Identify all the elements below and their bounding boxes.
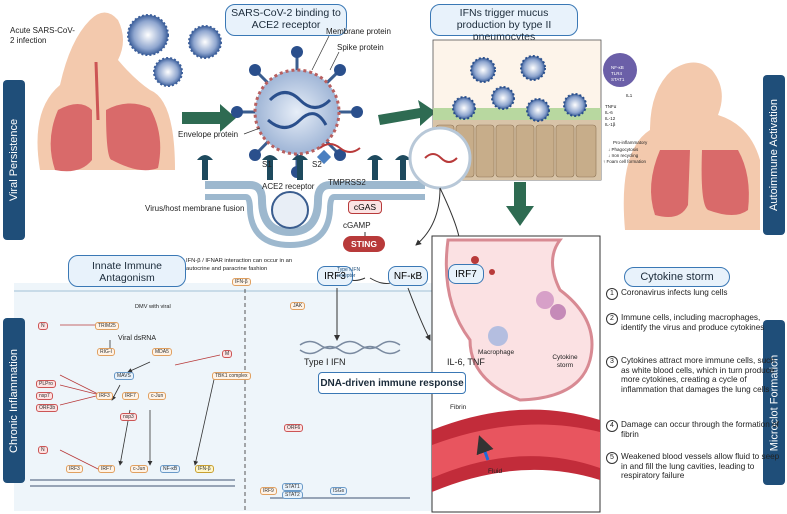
spike-protein-label: Spike protein — [337, 43, 384, 52]
pathway-node: PLPro — [36, 380, 56, 388]
pathway-node: TBK1 complex — [212, 372, 251, 380]
inflam-label: ↑ Foam cell formation — [603, 159, 647, 164]
innate-antagonism-title: Innate Immune Antagonism — [68, 255, 186, 287]
pathway-node: ISGs — [330, 487, 348, 495]
step-text: Weakened blood vessels allow fluid to se… — [621, 452, 780, 481]
pathway-node: ORF6 — [284, 424, 304, 432]
inflam-label: TLR4 — [611, 71, 623, 76]
pathway-node: IRF3 — [66, 465, 83, 473]
binding-title: SARS-CoV-2 binding to ACE2 receptor — [225, 4, 347, 36]
step-text: Coronavirus infects lung cells — [621, 288, 728, 297]
ace2-receptor-label: ACE2 receptor — [262, 182, 315, 191]
sting-node: STING — [343, 236, 385, 252]
s2-label: S2 — [312, 160, 322, 169]
ifn-mucus-title: IFNs trigger mucus production by type II… — [430, 4, 578, 43]
airborne-viruses — [127, 14, 222, 87]
patient-right-lungs — [623, 62, 760, 230]
viral-persistence-tab: Viral Persistence — [3, 80, 25, 240]
membrane-line — [14, 290, 432, 292]
sars-cov-2-virion — [231, 46, 363, 178]
macrophage-label: Macrophage — [478, 349, 515, 356]
ifn-interaction-label: IFN-β / IFNAR interaction can occur in a… — [186, 258, 293, 272]
pathway-node: MDA5 — [152, 348, 172, 356]
step-text: Cytokines attract more immune cells, suc… — [621, 356, 775, 394]
cgas-node: cGAS — [348, 200, 382, 214]
pathway-node: IFN-β — [195, 465, 214, 473]
pathway-node: IRF9 — [260, 487, 277, 495]
dmv-label: DMV with viral — [135, 304, 171, 310]
chronic-inflammation-tab: Chronic Inflammation — [3, 318, 25, 483]
flow-arrows — [182, 100, 534, 226]
patient-left-lungs — [37, 12, 175, 172]
lower-left-cell-region — [14, 283, 432, 511]
inflam-label: STAT1 — [611, 77, 625, 82]
pathway-node: c-Jun — [130, 465, 149, 473]
pathway-node: nsp3 — [120, 413, 137, 421]
pathway-node: c-Jun — [148, 392, 167, 400]
step-text: Damage can occur through the formation o… — [621, 420, 779, 439]
pathway-node: STAT2 — [282, 491, 303, 499]
host-membrane — [197, 149, 425, 249]
s1-label: S1 — [262, 160, 272, 169]
irf7-node: IRF7 — [448, 264, 484, 284]
step-number: 3 — [606, 356, 618, 368]
pathway-node: IRF3 — [96, 392, 113, 400]
pathway-node: IRF7 — [122, 392, 139, 400]
membrane-fusion-label: Virus/host membrane fusion — [145, 204, 245, 213]
inflam-label: IL-1β — [605, 122, 616, 127]
step-number: 2 — [606, 313, 618, 325]
pathway-node: M — [222, 350, 233, 358]
irf3-node: IRF3 — [317, 266, 353, 286]
pathway-node: MAVS — [114, 372, 134, 380]
dna-response-box: DNA-driven immune response — [318, 372, 466, 394]
pathway-node: N — [38, 322, 48, 330]
envelope-protein-label: Envelope protein — [178, 130, 239, 139]
nfkb-node: NF-κB — [388, 266, 428, 286]
cytokine-storm-title: Cytokine storm — [624, 267, 730, 287]
il6-tnf-label: IL-6, TNF — [447, 357, 485, 367]
inflam-label: ↓ Iron recycling — [608, 153, 639, 158]
microclot-formation-tab: Microclot Formation — [763, 320, 785, 485]
type1-ifn-label: Type I IFN — [304, 357, 346, 367]
step-number: 1 — [606, 288, 618, 300]
autoimmune-activation-tab: Autoimmune Activation — [763, 75, 785, 235]
membrane-protein-label: Membrane protein — [326, 27, 391, 36]
inflam-label: Pro-inflammatory — [613, 140, 648, 145]
pathway-node: IFN-β — [232, 278, 251, 286]
acute-infection-label: Acute SARS-CoV-2 infection — [10, 26, 75, 45]
inflam-label: IL-12 — [605, 116, 616, 121]
pathway-node: RIG-I — [97, 348, 115, 356]
inflam-label: IL1 — [626, 93, 633, 98]
fluid-label: Fluid — [488, 468, 503, 475]
step-text: Immune cells, including macrophages, ide… — [621, 313, 765, 332]
pathway-node: nsp7 — [36, 392, 53, 400]
inflam-label: NF-κB — [611, 65, 624, 70]
pathway-node: JAK — [290, 302, 306, 310]
step-number: 4 — [606, 420, 618, 432]
pathway-node: IRF7 — [98, 465, 115, 473]
pathway-node: NF-κB — [160, 465, 181, 473]
pathway-node: STAT1 — [282, 483, 303, 491]
tmprss2-label: TMPRSS2 — [328, 178, 366, 187]
step-number: 5 — [606, 452, 618, 464]
fibrin-label: Fibrin — [450, 404, 467, 411]
cgamp-label: cGAMP — [343, 221, 371, 230]
pathway-node: ORF3b — [36, 404, 59, 412]
pathway-node: N — [38, 446, 48, 454]
viral-dsrna-label: Viral dsRNA — [118, 335, 156, 342]
inflam-label: IL-6 — [605, 110, 613, 115]
local-cytokine-storm-label: Cytokine storm — [552, 354, 578, 369]
inflam-label: TNFα — [605, 104, 617, 109]
inflam-label: ↓ Phagocytosis — [608, 147, 639, 152]
pathway-node: TRIM25 — [95, 322, 119, 330]
type1-receptor-label: Type I IFN receptor — [337, 267, 361, 279]
